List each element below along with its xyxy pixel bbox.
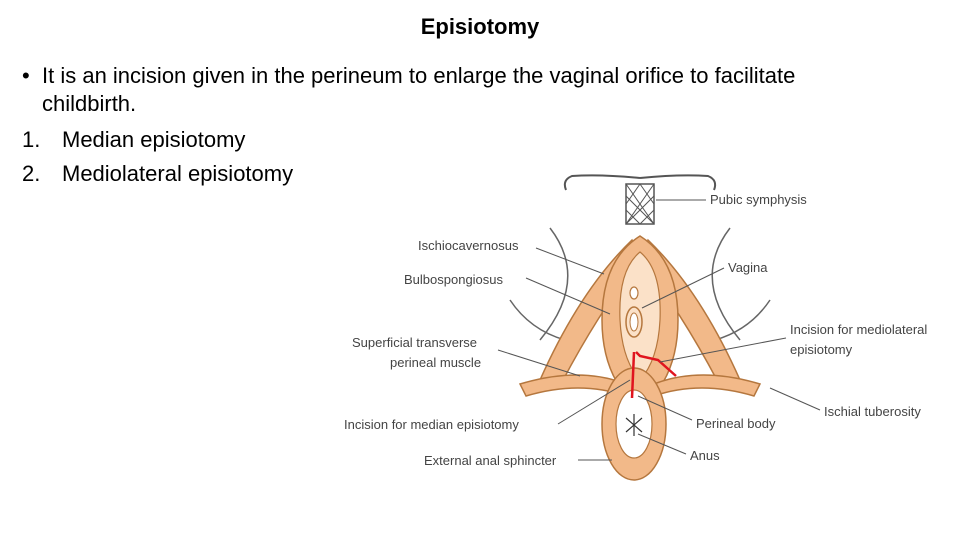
- label-median-incision: Incision for median episiotomy: [344, 417, 519, 432]
- mediolateral-incision-line: [635, 351, 677, 377]
- label-pubic-symphysis: Pubic symphysis: [710, 192, 807, 207]
- list-number: 1.: [22, 127, 41, 152]
- label-mediolateral-incision: Incision for mediolateral: [790, 322, 927, 337]
- label-perineal-body: Perineal body: [696, 416, 776, 431]
- list-text: Mediolateral episiotomy: [62, 161, 294, 186]
- bullet-text: It is an incision given in the perineum …: [42, 63, 796, 116]
- median-incision-line: [630, 351, 636, 399]
- transverse-muscle-right: [653, 374, 762, 398]
- list-number: 2.: [22, 161, 41, 186]
- label-perineal-muscle: perineal muscle: [390, 355, 481, 370]
- list-text: Median episiotomy: [62, 127, 246, 152]
- slide-content: • It is an incision given in the perineu…: [22, 62, 822, 188]
- urethra: [629, 286, 639, 300]
- label-bulbospongiosus: Bulbospongiosus: [404, 272, 504, 287]
- label-ischiocavernosus: Ischiocavernosus: [418, 238, 519, 253]
- bullet-item: • It is an incision given in the perineu…: [22, 62, 822, 118]
- perineum-diagram: Pubic symphysis Ischiocavernosus Bulbosp…: [340, 170, 960, 490]
- perineum-diagram-svg: Pubic symphysis Ischiocavernosus Bulbosp…: [344, 174, 927, 481]
- slide-title: Episiotomy: [420, 14, 540, 39]
- bullet-marker: •: [22, 63, 30, 88]
- label-ischial-tuberosity: Ischial tuberosity: [824, 404, 921, 419]
- label-anus: Anus: [690, 448, 720, 463]
- label-mediolateral-episiotomy: episiotomy: [790, 342, 853, 357]
- label-vagina: Vagina: [728, 260, 768, 275]
- list-item-median: 1. Median episiotomy: [22, 126, 822, 154]
- label-superficial-transverse: Superficial transverse: [352, 335, 477, 350]
- anus-mark: [625, 414, 643, 436]
- list-item-mediolateral: 2. Mediolateral episiotomy: [22, 160, 822, 188]
- label-external-anal-sphincter: External anal sphincter: [424, 453, 557, 468]
